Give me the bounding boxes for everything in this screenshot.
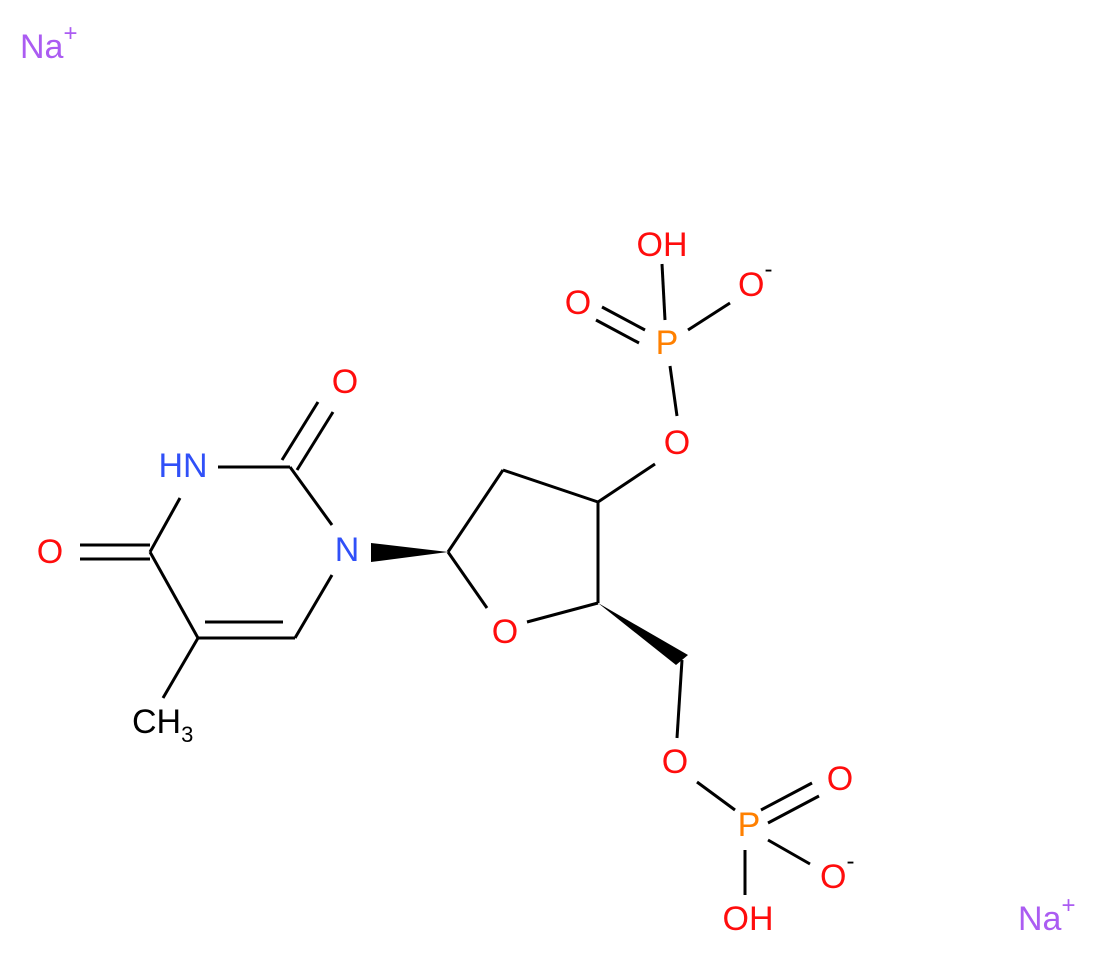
bond-p-top-oh	[660, 263, 667, 321]
wedge-c1-n1	[371, 543, 448, 562]
phosphate-bottom-o-double-label: O	[827, 760, 853, 798]
bond-o3-p-top	[668, 365, 679, 417]
carbonyl-o-c2-label: O	[332, 363, 358, 401]
bond-p-bottom-o-double-a	[760, 781, 813, 812]
o3-linker-label: O	[664, 424, 690, 462]
bond-c3p-o3	[597, 462, 656, 504]
bond-c2-o-double-a	[280, 401, 320, 461]
phosphate-top-o-double-label: O	[565, 284, 591, 322]
bond-p-top-o-double-b	[595, 318, 640, 345]
carbonyl-o-c4-label: O	[37, 533, 63, 571]
bond-o4-c4p	[526, 601, 599, 624]
methyl-label: CH3	[132, 703, 193, 747]
bond-p-bottom-o-double-b	[767, 794, 820, 825]
bond-c5p-o5	[675, 659, 684, 739]
phosphorus-top-label: P	[656, 324, 679, 362]
phosphorus-bottom-label: P	[738, 806, 761, 844]
phosphate-bottom-oh-label: OH	[723, 900, 774, 938]
bond-c3p-c2p	[502, 468, 599, 504]
sodium-ion-top: Na+	[20, 20, 77, 67]
bond-c2p-c1	[446, 469, 505, 553]
bond-c5-c4	[148, 551, 200, 639]
bond-c2-n1	[288, 466, 334, 526]
ring-oxygen-label: O	[492, 613, 518, 651]
bond-o5-p-bottom	[696, 780, 736, 812]
wedge-c4p-c5p	[598, 603, 688, 665]
bond-p-bottom-o-minus	[767, 838, 811, 866]
bond-n1-c6	[293, 574, 334, 639]
bond-c1-o4	[446, 551, 489, 609]
o5-linker-label: O	[662, 743, 688, 781]
bond-p-top-o-minus	[687, 301, 731, 332]
atom-labels: Na+ Na+ HN N O O CH3 O O P OH O- O O P O…	[20, 20, 1075, 939]
bond-c5-methyl	[161, 637, 200, 699]
bond-c4-n3	[148, 497, 182, 553]
bond-c2-o-double-b	[295, 411, 335, 471]
phosphate-top-o-minus-label: O-	[738, 256, 772, 305]
phosphate-top-oh-label: OH	[637, 226, 688, 264]
ring-n-label: N	[335, 531, 360, 569]
sodium-ion-bottom: Na+	[1018, 892, 1075, 939]
bond-p-top-o-double-a	[601, 305, 646, 332]
ring-nh-label: HN	[158, 447, 207, 485]
phosphate-bottom-o-minus-label: O-	[820, 848, 854, 897]
bonds	[80, 263, 820, 895]
